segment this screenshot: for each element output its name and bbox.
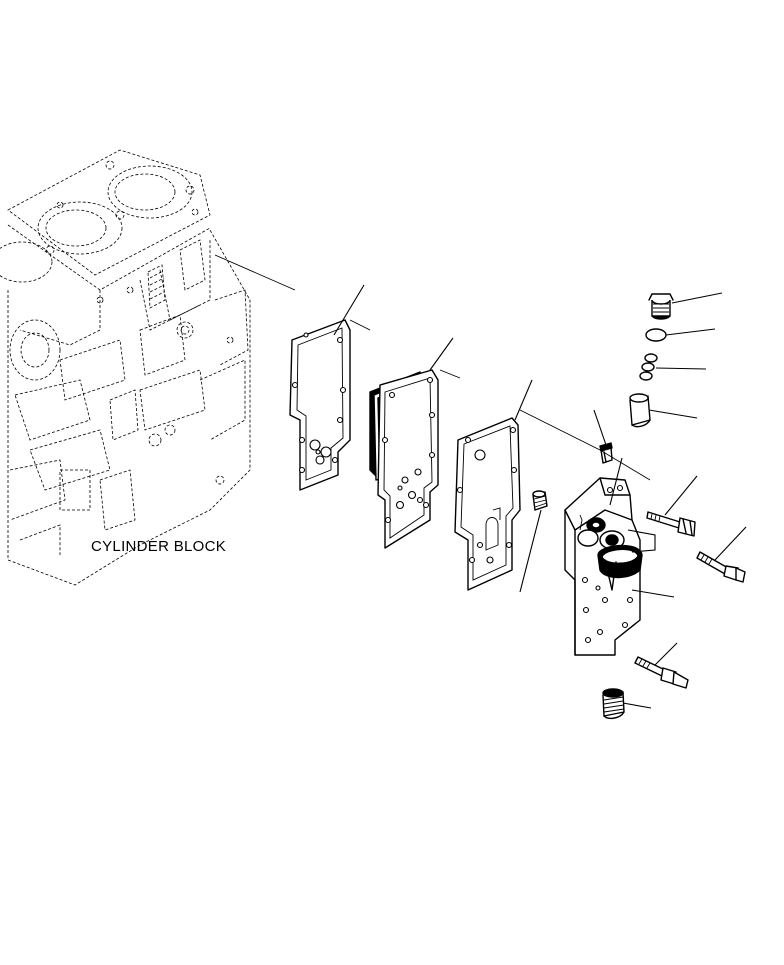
mounting-bolt bbox=[646, 511, 696, 537]
valve-spring bbox=[639, 353, 658, 381]
assembly-axis-line bbox=[214, 254, 651, 481]
oil-filter-head bbox=[564, 477, 643, 656]
threaded-plug bbox=[648, 293, 674, 320]
stud-bolt-upper bbox=[696, 551, 746, 583]
cylinder-block-outline bbox=[0, 149, 251, 586]
vent-fitting bbox=[599, 442, 613, 464]
callout-leaders bbox=[333, 284, 747, 709]
oil-filter-head-gasket bbox=[454, 417, 521, 591]
oil-cooler-gasket bbox=[289, 319, 351, 491]
pipe-plug bbox=[532, 490, 548, 511]
adapter-fitting bbox=[602, 688, 625, 720]
relief-valve-plunger bbox=[629, 393, 651, 428]
stud-bolt-lower bbox=[634, 656, 689, 689]
oil-cooler-core bbox=[369, 369, 439, 549]
cylinder-block-label: CYLINDER BLOCK bbox=[91, 538, 227, 555]
o-ring bbox=[645, 328, 667, 342]
